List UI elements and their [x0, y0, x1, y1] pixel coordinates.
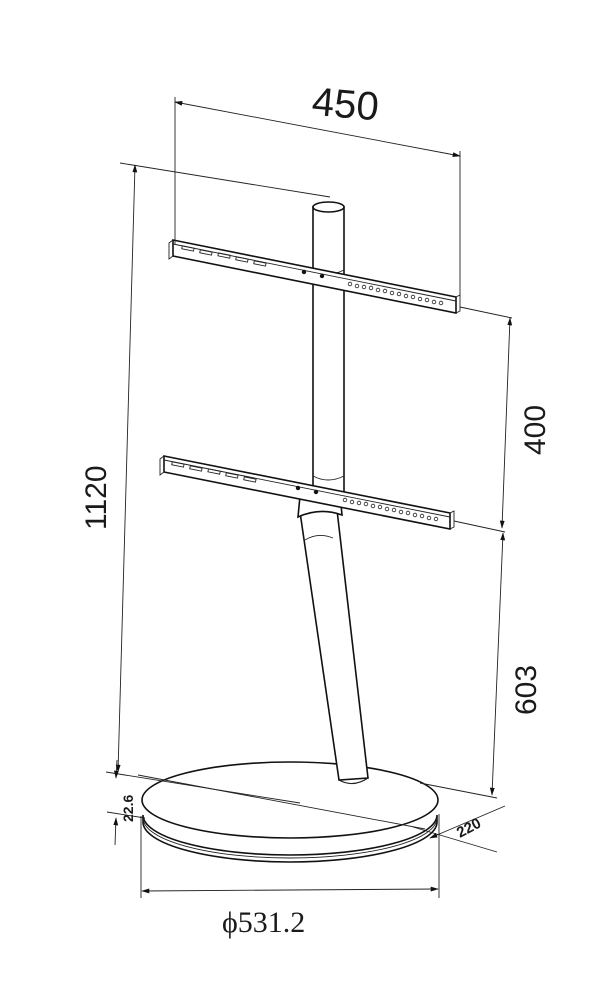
lower-bracket: [159, 455, 455, 530]
dim-400-label: 400: [519, 405, 552, 455]
dim-total-height: 1120: [80, 162, 331, 804]
dim-base-diameter: ϕ531.2: [140, 814, 440, 939]
dim-lower-height: 603: [419, 532, 543, 799]
dim-603-label: 603: [510, 665, 543, 715]
dim-base-thickness: 22.6: [106, 759, 146, 846]
upper-bracket: [168, 239, 461, 314]
dim-bracket-width: 450: [174, 80, 461, 296]
upper-pole: [312, 201, 345, 498]
dim-bracket-spacing: 400: [453, 306, 552, 533]
dim-1120-label: 1120: [80, 465, 113, 530]
dim-22-6-label: 22.6: [120, 795, 136, 822]
round-base: [141, 761, 439, 863]
dim-220-label: 220: [454, 815, 484, 842]
dim-450-label: 450: [310, 80, 380, 130]
dim-diameter-label: ϕ531.2: [222, 906, 305, 939]
lower-pole: [297, 489, 369, 785]
